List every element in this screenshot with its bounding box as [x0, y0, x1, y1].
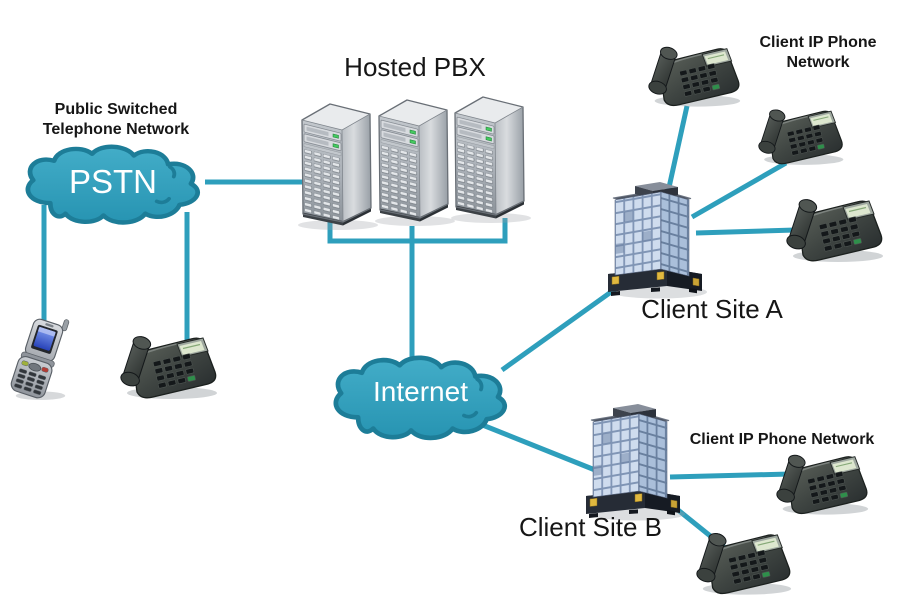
connector-site-a-phone-2	[690, 160, 788, 220]
pstn-caption-line1: Public Switched	[54, 101, 178, 118]
hosted-pbx-servers	[297, 96, 532, 231]
hosted-pbx-label: Hosted PBX	[344, 52, 486, 82]
cell-phone-icon	[8, 308, 71, 401]
desk-phone-icon	[756, 107, 845, 166]
client-site-a-label: Client Site A	[641, 294, 783, 324]
site-a-phone-network-line1: Client IP Phone	[759, 34, 877, 51]
desk-phone-icon	[118, 333, 218, 400]
internet-cloud-label: Internet	[373, 376, 468, 407]
connector-internet-to-site-a	[500, 274, 634, 373]
client-site-b-building	[585, 403, 686, 521]
pstn-caption: Public Switched Telephone Network	[16, 100, 216, 140]
site-a-phone-network-line2: Network	[786, 54, 850, 71]
site-a-phone-network-caption: Client IP Phone Network	[733, 33, 900, 73]
client-site-b-label: Client Site B	[518, 512, 663, 542]
site-b-phone-network-caption: Client IP Phone Network	[689, 431, 875, 448]
connector-site-a-phone-1	[665, 105, 690, 193]
pstn-cloud-label: PSTN	[68, 163, 157, 200]
connector-internet-to-site-b	[474, 419, 601, 475]
desk-phone-icon	[784, 196, 884, 263]
pstn-caption-line2: Telephone Network	[42, 121, 190, 138]
connector-site-a-phone-3	[695, 227, 796, 236]
server-tower-icon	[374, 99, 456, 227]
desk-phone-icon	[694, 530, 792, 596]
desk-phone-icon	[646, 44, 741, 108]
server-tower-icon	[297, 103, 379, 231]
client-site-a-building	[607, 181, 708, 299]
server-tower-icon	[450, 96, 532, 224]
desk-phone-icon	[774, 452, 869, 516]
connector-site-b-phone-1	[669, 471, 791, 480]
